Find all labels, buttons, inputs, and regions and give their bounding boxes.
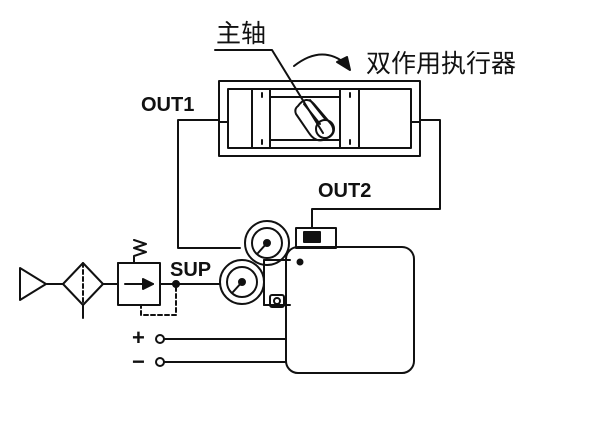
filter-symbol (46, 262, 119, 319)
actuator-label: 双作用执行器 (366, 49, 516, 78)
main-shaft-label: 主轴 (216, 19, 266, 48)
out2-label: OUT2 (318, 180, 371, 202)
out1-line (177, 119, 241, 249)
actuator-body (218, 80, 421, 157)
exhaust-dashed-line (140, 286, 177, 316)
sup-label: SUP (170, 259, 211, 281)
minus-sign: − (132, 349, 145, 374)
rotation-arc (293, 53, 347, 67)
air-source-symbol (19, 267, 47, 301)
sup-pressure-gauge (219, 259, 265, 305)
regulator-symbol (117, 239, 161, 306)
electrical-terminals (155, 334, 287, 367)
out1-label: OUT1 (141, 94, 194, 116)
positioner-body (263, 227, 415, 374)
out-pressure-gauge (244, 220, 290, 266)
rotation-arrowhead (336, 56, 351, 71)
plus-sign: + (132, 325, 145, 350)
shaft-mechanism (294, 99, 335, 142)
out2-line (311, 119, 441, 229)
